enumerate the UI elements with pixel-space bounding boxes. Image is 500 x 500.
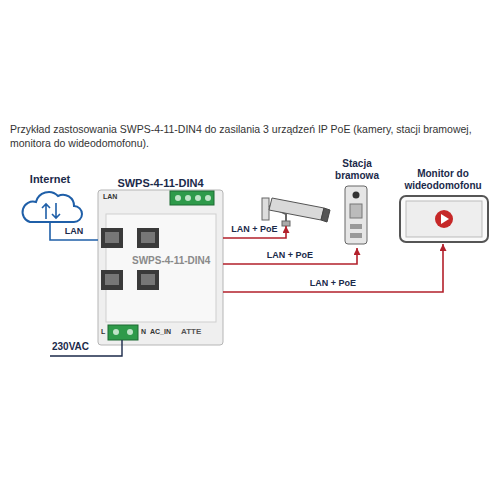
terminal-label: L (101, 327, 105, 336)
device-print: SWPS-4-11-DIN4 (132, 254, 210, 267)
node-heading: Monitor do wideodomofonu (393, 168, 493, 192)
cable-line (223, 244, 443, 292)
monitor-icon (400, 196, 488, 242)
cable-label: LAN + PoE (308, 278, 358, 289)
port-label: LAN (103, 192, 117, 201)
cable-line (50, 222, 98, 240)
camera-node (260, 196, 332, 226)
supply-label: 230VAC (52, 341, 89, 353)
caption-text: Przykład zastosowania SWPS-4-11-DIN4 do … (10, 122, 490, 150)
cable-label: LAN (63, 226, 86, 237)
camera-icon (262, 198, 330, 226)
cable-label: LAN + PoE (265, 250, 315, 261)
terminal-label: N (141, 327, 146, 336)
cable-label: LAN + PoE (229, 224, 279, 235)
brand-logo: ATTE (181, 327, 201, 337)
node-heading: Internet (15, 172, 85, 186)
power-wire (50, 340, 122, 356)
node-heading: Stacja bramowa (330, 158, 384, 182)
cable-line (223, 248, 357, 264)
node-heading: SWPS-4-11-DIN4 (98, 176, 223, 190)
cloud-node: Internet (15, 172, 85, 222)
switch-node: SWPS-4-11-DIN4SWPS-4-11-DIN4 (98, 176, 223, 346)
cloud-arrows (42, 203, 60, 219)
door-station-node: Stacja bramowa (330, 158, 384, 248)
door-station-icon (345, 186, 367, 244)
switch-device (98, 190, 223, 345)
cloud-icon (23, 192, 82, 222)
monitor-node: Monitor do wideodomofonu (393, 168, 493, 244)
terminal-label: AC_IN (150, 327, 171, 336)
